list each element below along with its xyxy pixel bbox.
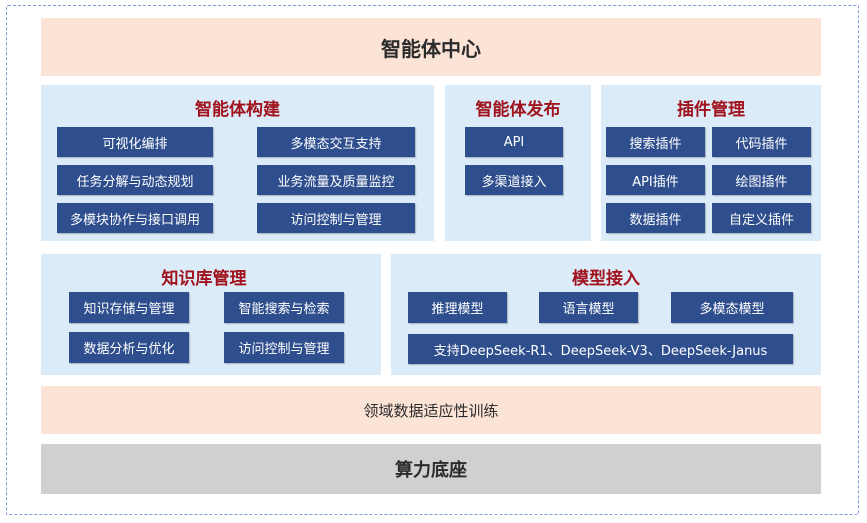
plugin-management-title: 插件管理 xyxy=(677,100,745,120)
multimodal-model-box: 多模态模型 xyxy=(671,292,793,323)
domain-training-band: 领域数据适应性训练 xyxy=(41,386,821,434)
agent-center-title: 智能体中心 xyxy=(381,36,481,61)
agent-build-title: 智能体构建 xyxy=(195,100,280,120)
model-access-panel: 模型接入 推理模型 语言模型 多模态模型 支持DeepSeek-R1、DeepS… xyxy=(391,254,821,375)
agent-publish-panel: 智能体发布 API 多渠道接入 xyxy=(445,85,591,241)
multimodal-interaction-box: 多模态交互支持 xyxy=(257,127,415,157)
data-plugin-box: 数据插件 xyxy=(606,203,705,233)
agent-build-panel: 智能体构建 可视化编排 多模态交互支持 任务分解与动态规划 业务流量及质量监控 … xyxy=(41,85,434,241)
search-plugin-box: 搜索插件 xyxy=(606,127,705,157)
plugin-management-panel: 插件管理 搜索插件 代码插件 API插件 绘图插件 数据插件 自定义插件 xyxy=(601,85,821,241)
task-decomposition-box: 任务分解与动态规划 xyxy=(57,165,213,195)
knowledge-base-title: 知识库管理 xyxy=(161,269,247,289)
reasoning-model-box: 推理模型 xyxy=(408,292,507,323)
drawing-plugin-box: 绘图插件 xyxy=(712,165,811,195)
compute-base-band: 算力底座 xyxy=(41,444,821,494)
model-access-title: 模型接入 xyxy=(572,269,640,289)
multi-channel-box: 多渠道接入 xyxy=(465,165,563,195)
deepseek-support-box: 支持DeepSeek-R1、DeepSeek-V3、DeepSeek-Janus xyxy=(408,334,793,364)
outer-dashed-frame xyxy=(6,5,859,515)
kb-access-control-box: 访问控制与管理 xyxy=(224,332,344,363)
custom-plugin-box: 自定义插件 xyxy=(712,203,811,233)
traffic-quality-monitor-box: 业务流量及质量监控 xyxy=(257,165,415,195)
smart-search-box: 智能搜索与检索 xyxy=(224,292,344,323)
knowledge-storage-box: 知识存储与管理 xyxy=(69,292,189,323)
api-box: API xyxy=(465,127,563,157)
language-model-box: 语言模型 xyxy=(539,292,638,323)
api-plugin-box: API插件 xyxy=(606,165,705,195)
multi-module-collab-box: 多模块协作与接口调用 xyxy=(57,203,213,233)
compute-base-title: 算力底座 xyxy=(395,460,467,481)
access-control-box: 访问控制与管理 xyxy=(257,203,415,233)
agent-publish-title: 智能体发布 xyxy=(475,100,561,120)
domain-training-title: 领域数据适应性训练 xyxy=(363,401,499,420)
code-plugin-box: 代码插件 xyxy=(712,127,811,157)
visual-orchestration-box: 可视化编排 xyxy=(57,127,213,157)
agent-center-band: 智能体中心 xyxy=(41,18,821,76)
data-analysis-box: 数据分析与优化 xyxy=(69,332,189,363)
knowledge-base-panel: 知识库管理 知识存储与管理 智能搜索与检索 数据分析与优化 访问控制与管理 xyxy=(41,254,381,375)
